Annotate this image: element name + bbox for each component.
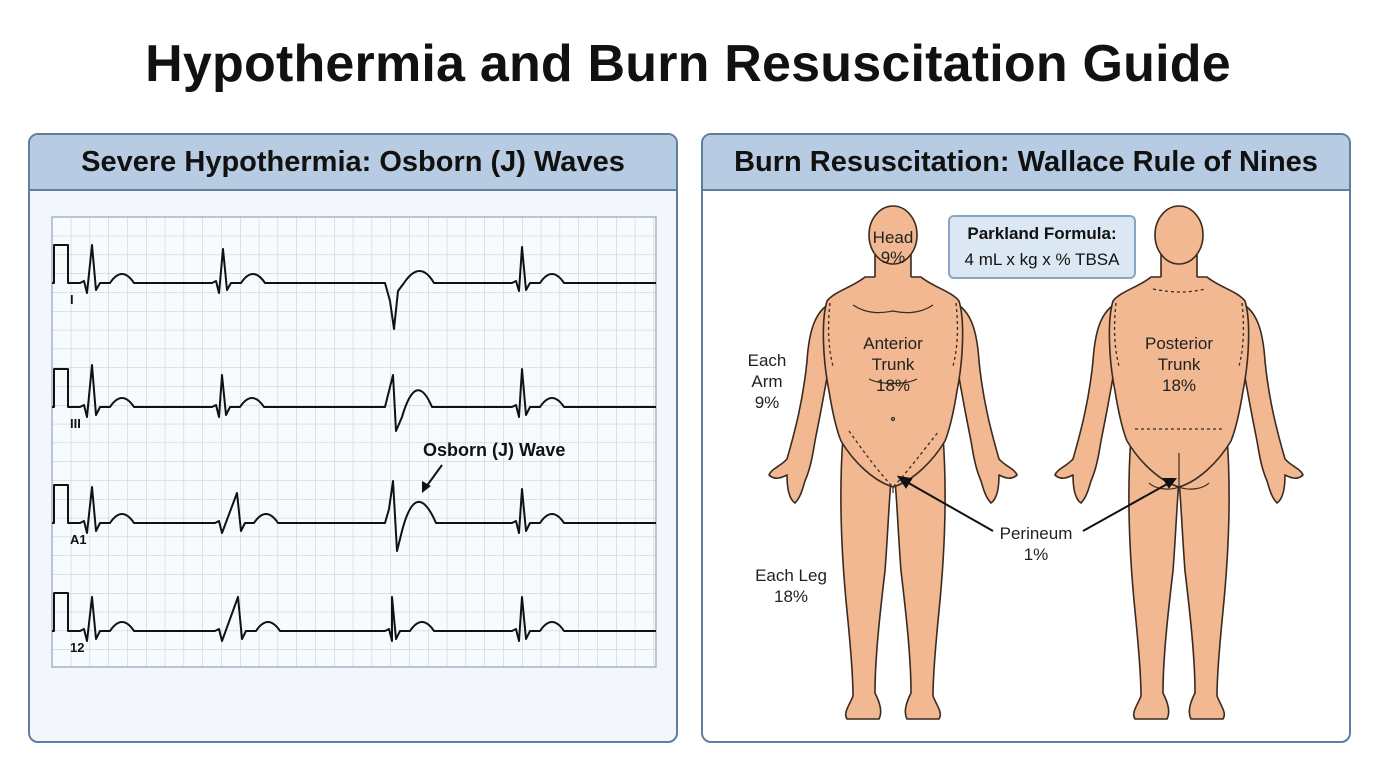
posterior-left-leg <box>1128 435 1180 720</box>
lead-label-3: III <box>70 416 81 431</box>
each-leg-percent: 18% <box>774 587 808 606</box>
burn-panel-title: Burn Resuscitation: Wallace Rule of Nine… <box>703 135 1349 191</box>
posterior-region-lines <box>1113 288 1245 430</box>
ecg-strip: I III A1 12 Osborn (J) Wave <box>51 216 657 668</box>
rule-of-nines-area: Head 9% Anterior Trunk 18% Posterior Tru… <box>703 191 1349 741</box>
ecg-trace-lead-12 <box>52 592 656 642</box>
anterior-trunk-label-2: Trunk <box>872 355 915 374</box>
posterior-trunk-percent: 18% <box>1162 376 1196 395</box>
perineum-arrow-front <box>904 480 994 532</box>
perineum-percent: 1% <box>1024 545 1049 564</box>
posterior-left-arm <box>1054 302 1118 504</box>
ecg-trace-lead-1 <box>52 244 656 330</box>
each-leg-label: Each Leg <box>755 566 827 585</box>
lead-label-a1: A1 <box>70 532 87 547</box>
page-title: Hypothermia and Burn Resuscitation Guide <box>145 35 1231 93</box>
parkland-formula-box: Parkland Formula: 4 mL x kg x % TBSA <box>948 215 1136 279</box>
lead-label-1: I <box>70 292 74 307</box>
hypothermia-panel: Severe Hypothermia: Osborn (J) Waves I I… <box>28 133 678 743</box>
anterior-head <box>868 205 918 265</box>
anterior-right-arm <box>954 302 1018 504</box>
head-label: Head <box>873 228 914 247</box>
perineum-arrowhead-back <box>1162 478 1177 489</box>
ecg-trace-lead-3 <box>52 364 656 432</box>
hypothermia-panel-title: Severe Hypothermia: Osborn (J) Waves <box>30 135 676 191</box>
anterior-right-leg <box>894 435 946 720</box>
perineum-arrow-back <box>1082 482 1170 532</box>
burn-panel: Burn Resuscitation: Wallace Rule of Nine… <box>701 133 1351 743</box>
posterior-trunk-label-2: Trunk <box>1158 355 1201 374</box>
lead-label-12: 12 <box>70 640 84 655</box>
posterior-head <box>1154 205 1204 265</box>
each-arm-percent: 9% <box>755 393 780 412</box>
anterior-torso <box>822 276 964 488</box>
posterior-right-leg <box>1178 435 1230 720</box>
parkland-formula-title: Parkland Formula: <box>967 224 1117 243</box>
perineum-arrows <box>896 475 1177 532</box>
perineum-label: Perineum <box>1000 524 1073 543</box>
perineum-arrowhead-front <box>896 475 913 489</box>
anterior-region-lines <box>827 302 959 488</box>
ecg-area: I III A1 12 Osborn (J) Wave <box>30 191 676 741</box>
anterior-figure <box>768 205 1018 720</box>
each-arm-label-2: Arm <box>751 372 782 391</box>
anterior-anatomy-lines <box>852 304 934 493</box>
posterior-anatomy-lines <box>1148 453 1210 490</box>
posterior-figure <box>1054 205 1304 720</box>
parkland-formula-equation: 4 mL x kg x % TBSA <box>964 250 1120 269</box>
osborn-wave-label: Osborn (J) Wave <box>423 440 565 460</box>
anterior-trunk-label-1: Anterior <box>863 334 923 353</box>
anterior-left-leg <box>840 435 892 720</box>
posterior-right-arm <box>1240 302 1304 504</box>
posterior-trunk-label-1: Posterior <box>1145 334 1213 353</box>
body-diagram: Head 9% Anterior Trunk 18% Posterior Tru… <box>748 205 1304 720</box>
ecg-trace-lead-a1 <box>52 480 656 552</box>
head-percent: 9% <box>881 248 906 267</box>
ecg-grid <box>51 216 657 668</box>
anterior-trunk-percent: 18% <box>876 376 910 395</box>
each-arm-label-1: Each <box>748 351 787 370</box>
anterior-left-arm <box>768 302 832 504</box>
osborn-wave-arrowhead <box>422 481 431 493</box>
osborn-wave-arrow <box>425 464 443 488</box>
